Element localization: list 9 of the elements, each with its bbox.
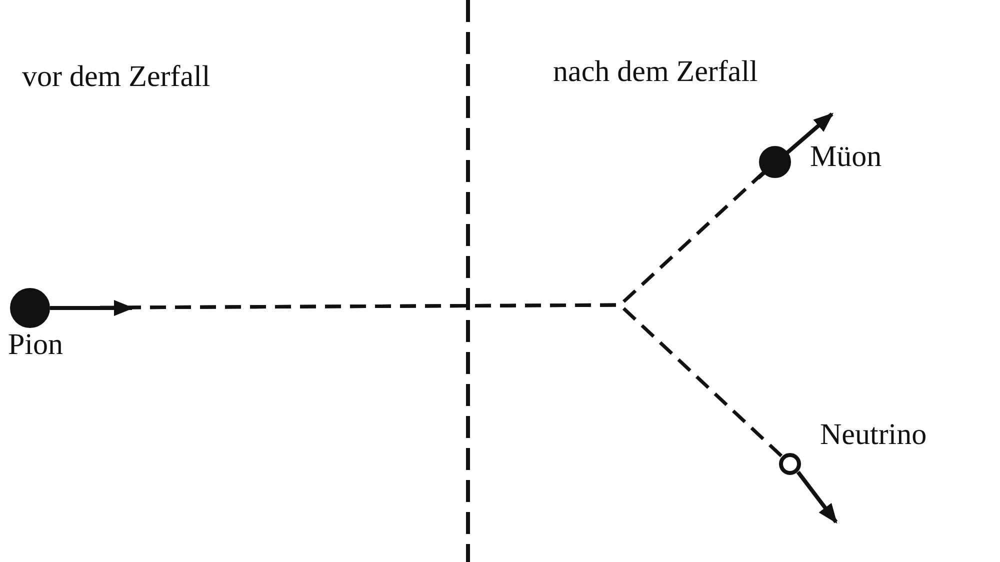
particle-label: Neutrino [820,418,927,451]
particle-dot [758,145,792,179]
particle-label: Müon [810,140,882,173]
section-heading: vor dem Zerfall [22,60,210,93]
particle-label: Pion [8,328,64,361]
particle-dot [9,287,51,329]
open-particle-dot [778,452,802,476]
section-heading: nach dem Zerfall [553,55,758,88]
particle-track [50,303,784,458]
